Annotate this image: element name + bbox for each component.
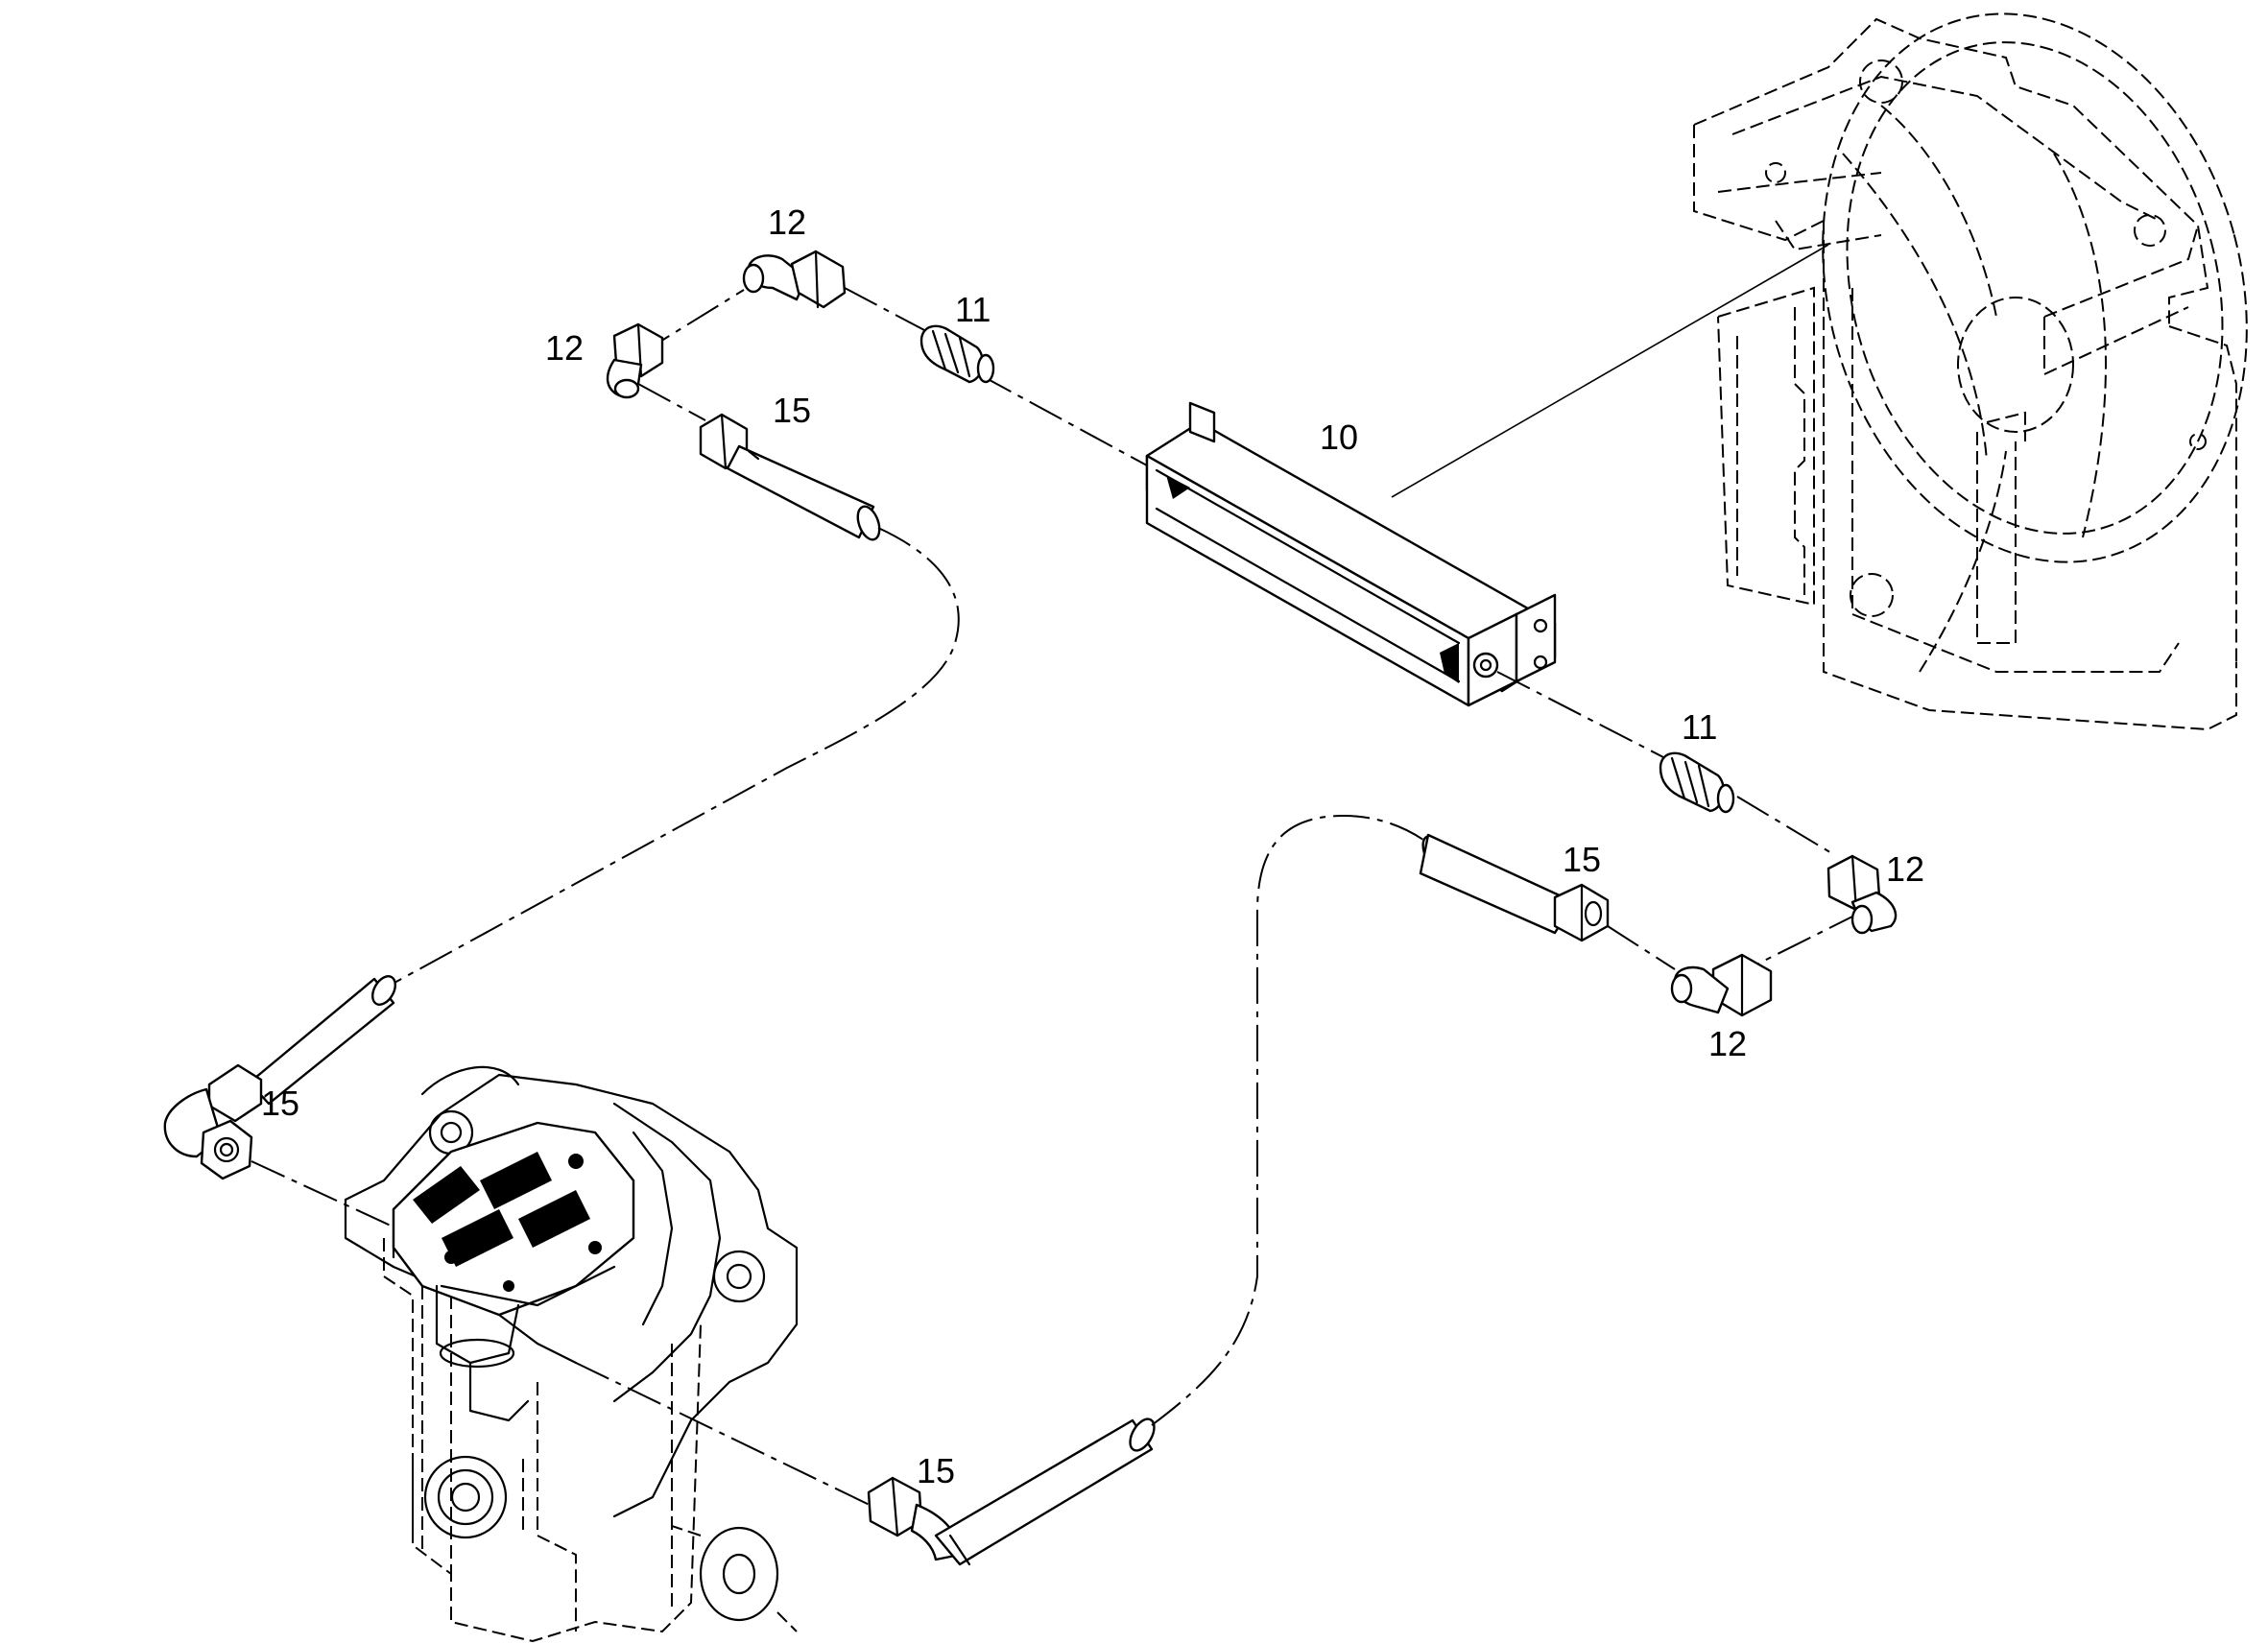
elbow-fitting-right-a — [1826, 854, 1898, 935]
right-chain-line-c — [1755, 911, 1863, 965]
hose-lower-center — [867, 1418, 1156, 1566]
right-chain-line-b — [1736, 796, 1834, 855]
callout-12-right-b: 12 — [1708, 1024, 1747, 1063]
hose-lower-left — [163, 975, 396, 1180]
upper-chain-line-d — [637, 383, 706, 421]
callout-12-right-a: 12 — [1886, 849, 1924, 889]
upper-chain-line-b — [844, 287, 927, 332]
callout-12-upper-a: 12 — [545, 328, 584, 368]
elbow-fitting-right-b — [1670, 953, 1773, 1017]
cooler-mount-leader — [1391, 244, 1829, 498]
hose-path-left — [383, 527, 960, 989]
callout-11-upper: 11 — [955, 290, 991, 329]
oil-cooler — [1145, 401, 1557, 707]
adapter-fitting-upper — [919, 324, 995, 384]
right-chain-line-a — [1496, 671, 1666, 759]
callout-15-lower-center: 15 — [917, 1451, 955, 1490]
hose-to-transmission-line — [251, 1160, 481, 1268]
callout-12-upper-b: 12 — [768, 203, 806, 242]
transmission-assembly — [344, 1065, 799, 1643]
elbow-fitting-upper-a — [606, 322, 664, 399]
radiator-frame — [1693, 12, 2248, 731]
callout-15-lower-left: 15 — [261, 1084, 299, 1123]
transmission-return-line — [575, 1362, 874, 1508]
callout-10: 10 — [1320, 417, 1358, 457]
elbow-fitting-upper-b — [742, 250, 847, 309]
upper-chain-line-c — [978, 373, 1148, 466]
right-chain-line-d — [1607, 925, 1676, 970]
callout-11-right: 11 — [1682, 707, 1717, 747]
adapter-fitting-right — [1659, 751, 1735, 814]
callout-15-right: 15 — [1563, 840, 1601, 879]
callout-15-upper-left: 15 — [773, 391, 811, 430]
hose-path-right — [1151, 814, 1431, 1426]
hose-right — [1419, 833, 1610, 942]
hose-upper-left — [699, 413, 881, 541]
